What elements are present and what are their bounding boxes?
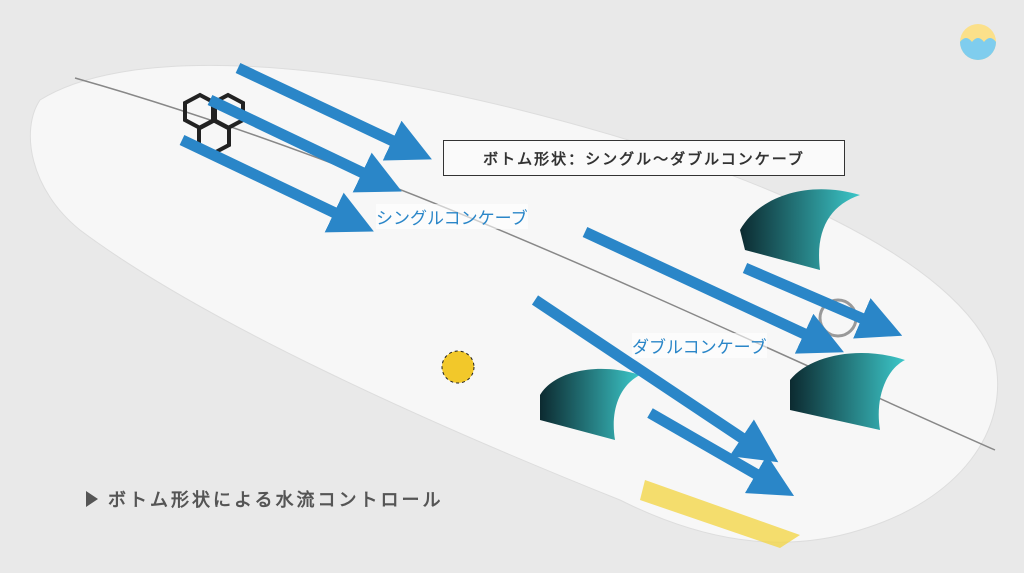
- flow-arrows: [179, 63, 903, 496]
- surfboard-body: [29, 64, 999, 543]
- caption-text: ボトム形状による水流コントロール: [108, 490, 444, 511]
- fins: [540, 189, 905, 440]
- sticker: [441, 350, 475, 384]
- single-concave-label: シングルコンケーブ: [376, 204, 528, 229]
- triangle-bullet-icon: [86, 491, 98, 507]
- bottom-shape-label: ボトム形状：シングル〜ダブルコンケーブ: [443, 140, 845, 176]
- double-concave-label: ダブルコンケーブ: [632, 333, 767, 358]
- site-logo: [960, 24, 996, 60]
- tail-tape: [640, 480, 800, 548]
- caption: ボトム形状による水流コントロール: [86, 486, 443, 512]
